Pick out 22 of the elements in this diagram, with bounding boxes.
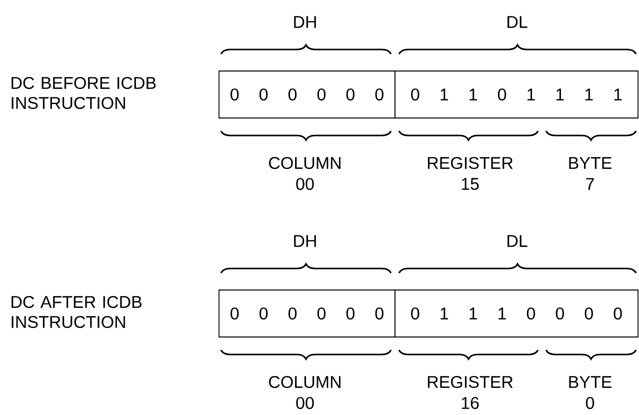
bit-field-box: 0 0 0 0 0 0 (218, 290, 396, 338)
field-label: DH (294, 16, 316, 28)
bit-field-box: 0 1 1 1 0 0 0 0 (394, 290, 638, 338)
bit-field-box: 0 0 0 0 0 0 (218, 70, 396, 118)
field-label: DL (508, 235, 528, 247)
field-value: 7 (586, 178, 594, 190)
field-label: DH (294, 235, 316, 247)
field-value: 0 (586, 396, 594, 410)
field-label: REGISTER (428, 156, 513, 170)
field-label: DL (508, 16, 528, 28)
field-value: 16 (462, 396, 479, 410)
bit-field-box: 0 1 1 0 1 1 1 1 (394, 70, 638, 118)
row-label: DC BEFORE ICDB INSTRUCTION (12, 76, 156, 110)
field-label: BYTE (569, 157, 612, 169)
row-label: DC AFTER ICDB INSTRUCTION (12, 296, 142, 328)
field-label: BYTE (569, 376, 612, 388)
field-label: COLUMN (269, 156, 340, 170)
field-value: 15 (462, 178, 479, 190)
field-label: REGISTER (428, 376, 513, 388)
field-label: COLUMN (269, 376, 340, 388)
field-value: 00 (296, 396, 314, 410)
field-value: 00 (296, 178, 314, 190)
